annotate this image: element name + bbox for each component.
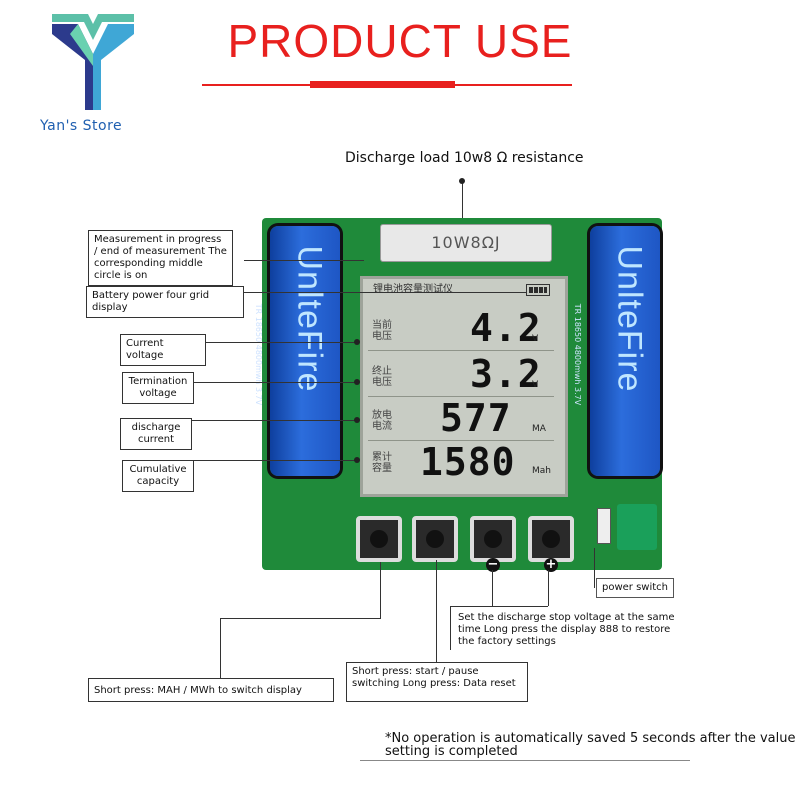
battery-level-icon xyxy=(526,284,550,296)
leader-line xyxy=(450,606,451,650)
callout-cumulative-capacity: Cumulative capacity xyxy=(122,460,194,492)
mah-mwh-button[interactable] xyxy=(356,516,402,562)
callout-battery-grid: Battery power four grid display xyxy=(86,286,244,318)
battery-right-spec: TR 18650 4800mwh 3.7V xyxy=(573,303,583,406)
leader-line xyxy=(206,342,356,343)
callout-start-pause: Short press: start / pause switching Lon… xyxy=(346,662,528,702)
leader-line xyxy=(220,618,380,619)
leader-line xyxy=(492,570,493,606)
resistor-leader xyxy=(462,182,463,227)
resistor-caption: Discharge load 10w8 Ω resistance xyxy=(345,150,584,166)
callout-power-switch: power switch xyxy=(596,578,674,598)
lcd-unit: V xyxy=(532,380,539,390)
leader-dot xyxy=(354,417,360,423)
lcd-divider xyxy=(368,350,554,351)
battery-left: UnlteFire xyxy=(270,226,340,476)
callout-discharge-current: discharge current xyxy=(120,418,192,450)
title-underline-accent xyxy=(310,81,455,88)
plus-button[interactable] xyxy=(528,516,574,562)
leader-dot xyxy=(354,457,360,463)
leader-line xyxy=(192,420,356,421)
battery-right-brand: UnlteFire xyxy=(610,245,649,393)
callout-set-stop-voltage: Set the discharge stop voltage at the sa… xyxy=(458,612,675,647)
lcd-unit: V xyxy=(532,334,539,344)
lcd-label: 终止电压 xyxy=(372,366,392,388)
lcd-value-cumulative-capacity: 1580 xyxy=(420,440,516,484)
resistor-dot xyxy=(459,178,465,184)
plus-icon: + xyxy=(544,557,558,572)
resistor: 10W8ΩJ xyxy=(380,224,552,262)
leader-line xyxy=(548,570,549,606)
lcd-unit: Mah xyxy=(532,466,551,476)
callout-termination-voltage: Termination voltage xyxy=(122,372,194,404)
callout-mah-mwh: Short press: MAH / MWh to switch display xyxy=(88,678,334,702)
power-switch[interactable] xyxy=(597,508,611,544)
lcd-label: 累计容量 xyxy=(372,452,392,474)
store-logo xyxy=(52,14,134,110)
minus-button[interactable] xyxy=(470,516,516,562)
leader-line xyxy=(220,618,221,678)
leader-line xyxy=(194,460,356,461)
battery-left-spec: TR 18650 4800mwh 3.7V xyxy=(254,303,264,406)
leader-line xyxy=(594,548,595,588)
lcd-label: 当前电压 xyxy=(372,320,392,342)
lcd-header: 锂电池容量测试仪 xyxy=(373,284,453,295)
battery-left-brand: UnlteFire xyxy=(290,245,329,393)
callout-current-voltage: Current voltage xyxy=(120,334,206,366)
store-name: Yan's Store xyxy=(40,118,123,134)
leader-line xyxy=(244,292,526,293)
leader-line xyxy=(194,382,356,383)
battery-right: UnlteFire xyxy=(590,226,660,476)
leader-dot xyxy=(354,379,360,385)
lcd-label: 放电电流 xyxy=(372,410,392,432)
footnote: *No operation is automatically saved 5 s… xyxy=(385,731,796,759)
leader-line xyxy=(436,560,437,662)
callout-progress: Measurement in progress / end of measure… xyxy=(88,230,233,286)
lcd-divider xyxy=(368,440,554,441)
lcd-value-termination-voltage: 3.2 xyxy=(470,352,542,396)
leader-line xyxy=(380,562,381,619)
leader-dot xyxy=(354,339,360,345)
lcd-divider xyxy=(368,396,554,397)
lcd-value-current-voltage: 4.2 xyxy=(470,306,542,350)
leader-line xyxy=(450,606,548,607)
terminal-block xyxy=(617,504,657,550)
lcd-unit: MA xyxy=(532,424,546,434)
lcd-value-discharge-current: 577 xyxy=(440,396,512,440)
footnote-rule xyxy=(360,760,690,761)
minus-icon: − xyxy=(486,557,500,572)
start-pause-button[interactable] xyxy=(412,516,458,562)
lcd-display xyxy=(360,276,568,497)
leader-line xyxy=(244,260,364,261)
page-title: PRODUCT USE xyxy=(227,15,573,67)
